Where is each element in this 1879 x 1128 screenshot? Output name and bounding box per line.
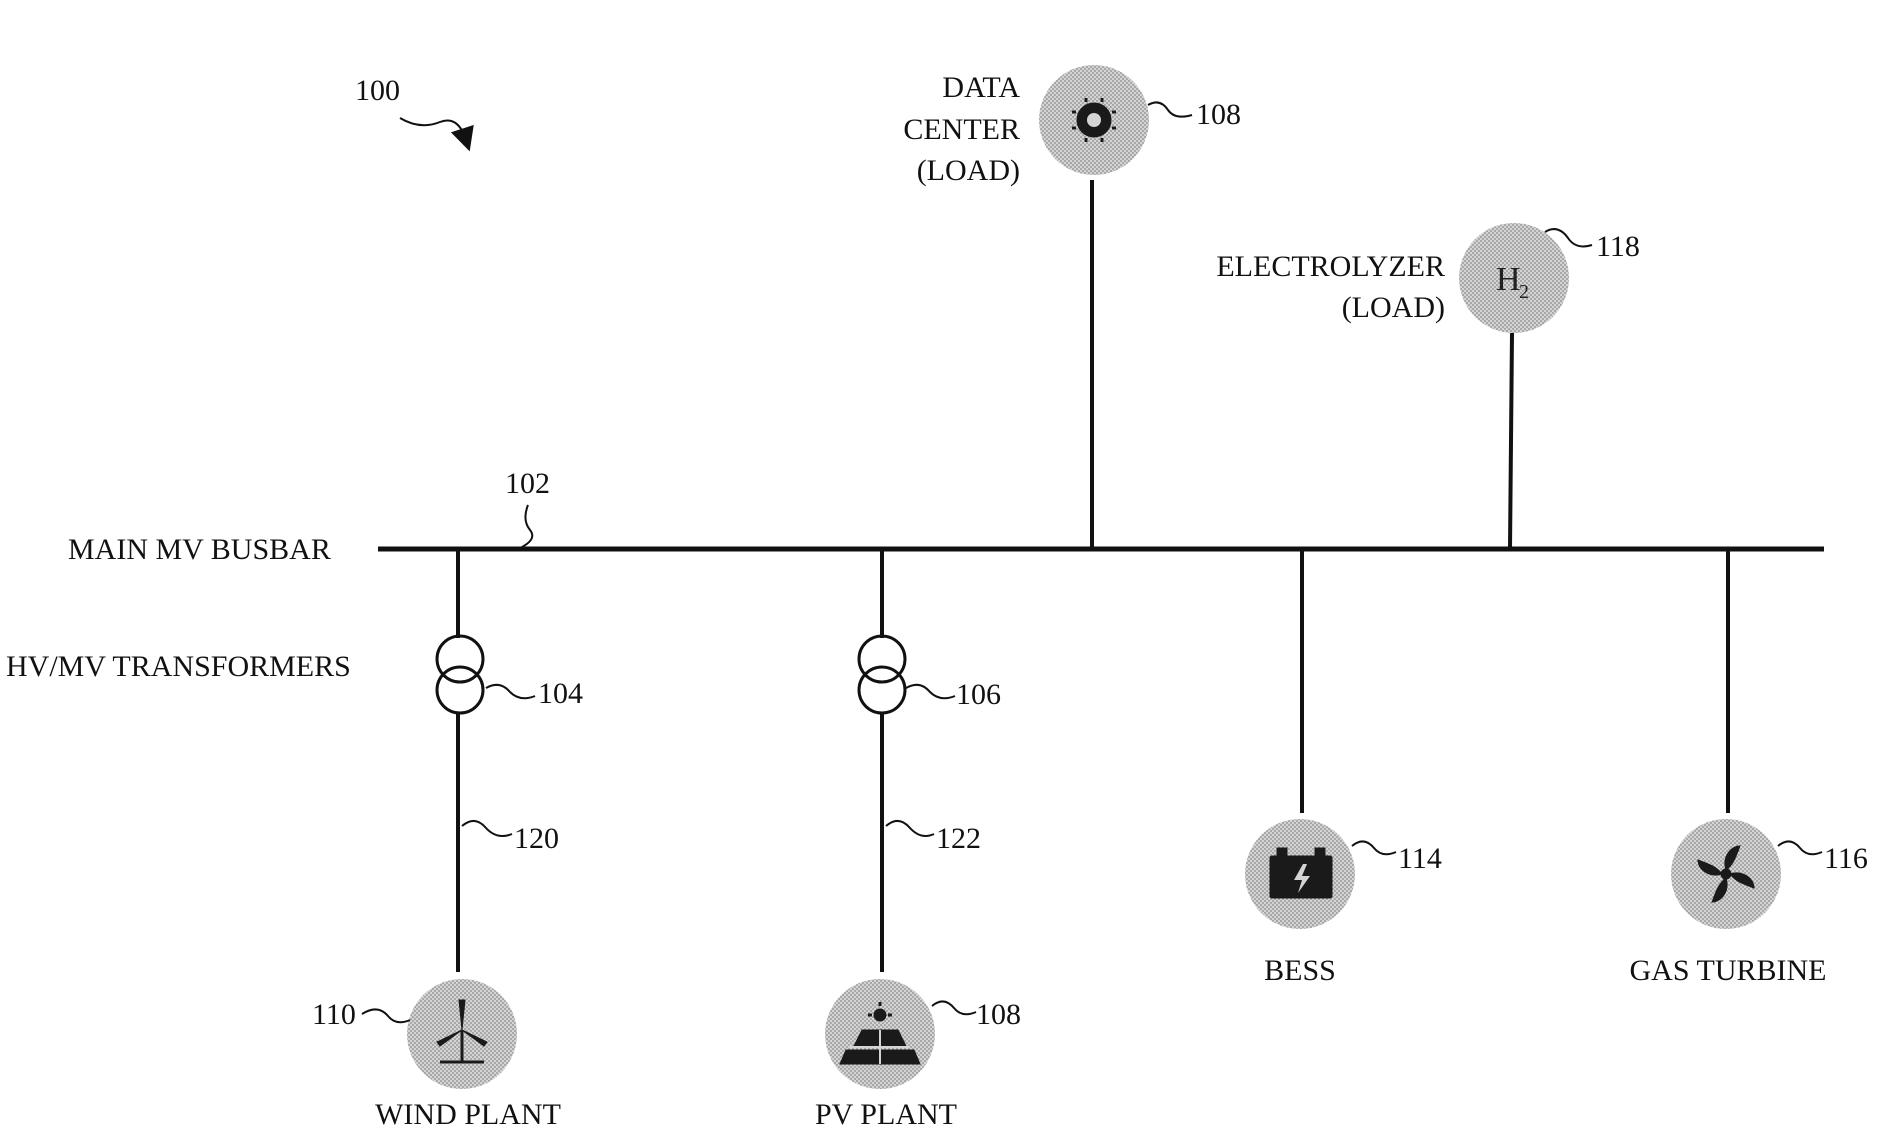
electrolyzer-feeder <box>1510 333 1512 549</box>
data-center-label-3: (LOAD) <box>917 154 1020 187</box>
data-center-ref: 108 <box>1196 98 1241 131</box>
wind-plant-node <box>407 979 517 1089</box>
pv-plant-ref: 108 <box>976 998 1021 1031</box>
pv-transformer-ref: 106 <box>956 678 1001 711</box>
figure-ref: 100 <box>355 74 400 107</box>
electrolyzer-ref: 118 <box>1596 230 1640 263</box>
bess-node <box>1245 819 1355 929</box>
wind-transformer-ref-leader <box>486 685 535 698</box>
wind-plant-ref-leader <box>362 1009 410 1022</box>
h2-subscript: 2 <box>1519 281 1529 303</box>
electrolyzer-label-1: ELECTROLYZER <box>1216 250 1445 283</box>
wind-line-ref: 120 <box>514 822 559 855</box>
data-center-label-2: CENTER <box>903 113 1020 146</box>
pv-line-ref: 122 <box>936 822 981 855</box>
pv-plant-ref-leader <box>932 1001 976 1014</box>
pv-transformer <box>859 636 905 713</box>
wind-transformer-ref: 104 <box>538 677 583 710</box>
gas-turbine-label: GAS TURBINE <box>1630 954 1827 987</box>
h2-icon: H <box>1496 261 1521 298</box>
data-center-ref-leader <box>1148 102 1192 116</box>
gas-turbine-ref: 116 <box>1824 842 1868 875</box>
busbar-ref-leader <box>518 505 532 549</box>
pv-plant-node <box>825 979 935 1089</box>
figure-ref-arrow <box>400 118 466 140</box>
data-center-label-1: DATA <box>942 71 1020 104</box>
bess-label: BESS <box>1264 954 1336 987</box>
pv-line-ref-leader <box>886 821 934 836</box>
busbar-ref: 102 <box>505 467 550 500</box>
gas-turbine-ref-leader <box>1778 841 1822 854</box>
battery-icon <box>1270 848 1332 898</box>
electrolyzer-node: H 2 <box>1459 223 1569 333</box>
busbar-label: MAIN MV BUSBAR <box>68 533 331 566</box>
electrolyzer-label-2: (LOAD) <box>1342 291 1445 324</box>
pv-transformer-ref-leader <box>906 685 955 698</box>
gas-turbine-node <box>1671 819 1781 929</box>
bess-ref: 114 <box>1398 842 1442 875</box>
data-center-node <box>1039 65 1149 175</box>
transformers-label: HV/MV TRANSFORMERS <box>6 650 351 683</box>
wind-plant-label: WIND PLANT <box>375 1098 561 1128</box>
bess-ref-leader <box>1352 841 1396 854</box>
pv-plant-label: PV PLANT <box>815 1098 957 1128</box>
wind-plant-ref: 110 <box>312 998 356 1031</box>
wind-transformer <box>437 636 483 713</box>
wind-line-ref-leader <box>462 821 512 836</box>
